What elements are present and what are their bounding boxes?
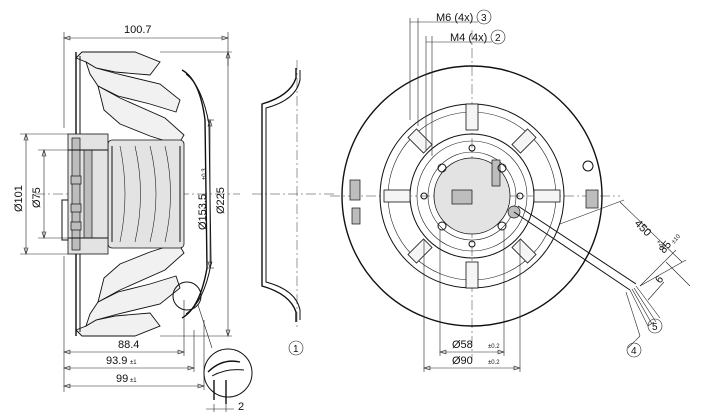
m4-label: M4 (4x) (450, 32, 487, 44)
tol-dia-58: ±0.2 (488, 344, 500, 350)
dim-len-99: 99 (116, 373, 128, 385)
tol-len-939: ±1 (130, 360, 137, 366)
ref-5-label: 5 (652, 322, 658, 333)
tol-cable-450: +20 (655, 239, 667, 251)
cable (513, 211, 631, 291)
outer-backplate (341, 65, 603, 327)
impeller-blade-upper-2 (85, 60, 181, 113)
dim-dia-225: Ø225 (215, 187, 227, 214)
ref-3-label: 3 (481, 13, 487, 24)
tol-len-99: ±1 (130, 378, 137, 384)
front-view: 450 +20 85 ±10 6 5 4 M6 (4x) 3 M4 (4x) 2 (330, 9, 691, 372)
balance-clip-right (585, 189, 599, 209)
dim-len-884: 88.4 (118, 339, 139, 351)
ref-circle-3 (476, 9, 492, 25)
dim-cable-450: 450 (632, 218, 653, 239)
dim-width-label: 100.7 (124, 24, 152, 36)
dim-dia-75: Ø75 (31, 187, 43, 208)
dim-detail-2: 2 (238, 401, 244, 413)
ref-circle-1 (288, 340, 304, 356)
dim-dia-153: Ø153.5 (197, 194, 209, 230)
impeller-blade-lower-2 (85, 275, 181, 328)
ref-4-label: 4 (631, 346, 637, 357)
inlet-ring-view: 1 (261, 60, 304, 356)
ref-circle-5 (647, 318, 663, 334)
dim-dia-101: Ø101 (13, 185, 25, 212)
m6-label: M6 (4x) (436, 12, 473, 24)
ref-circle-4 (626, 342, 642, 358)
tol-dia-90: ±0.2 (488, 360, 500, 366)
ref-2-label: 2 (495, 33, 501, 44)
side-view: 100.7 Ø101 Ø75 Ø153.5 ±0.3 Ø225 88.4 (13, 24, 336, 413)
motor-rotor (107, 139, 185, 249)
detail-circle (172, 281, 202, 311)
balance-clip-left (349, 179, 361, 201)
dim-strip-6: 6 (653, 274, 666, 286)
ref-circle-2 (490, 29, 506, 45)
tol-dia-153: ±0.3 (202, 168, 208, 180)
dim-dia-58: Ø58 (452, 339, 473, 351)
dim-len-939: 93.9 (106, 355, 127, 367)
ref-1-label: 1 (293, 344, 299, 355)
detail-bubble (203, 348, 253, 398)
tol-cable-85: ±10 (671, 233, 682, 245)
dim-dia-90: Ø90 (452, 355, 473, 367)
